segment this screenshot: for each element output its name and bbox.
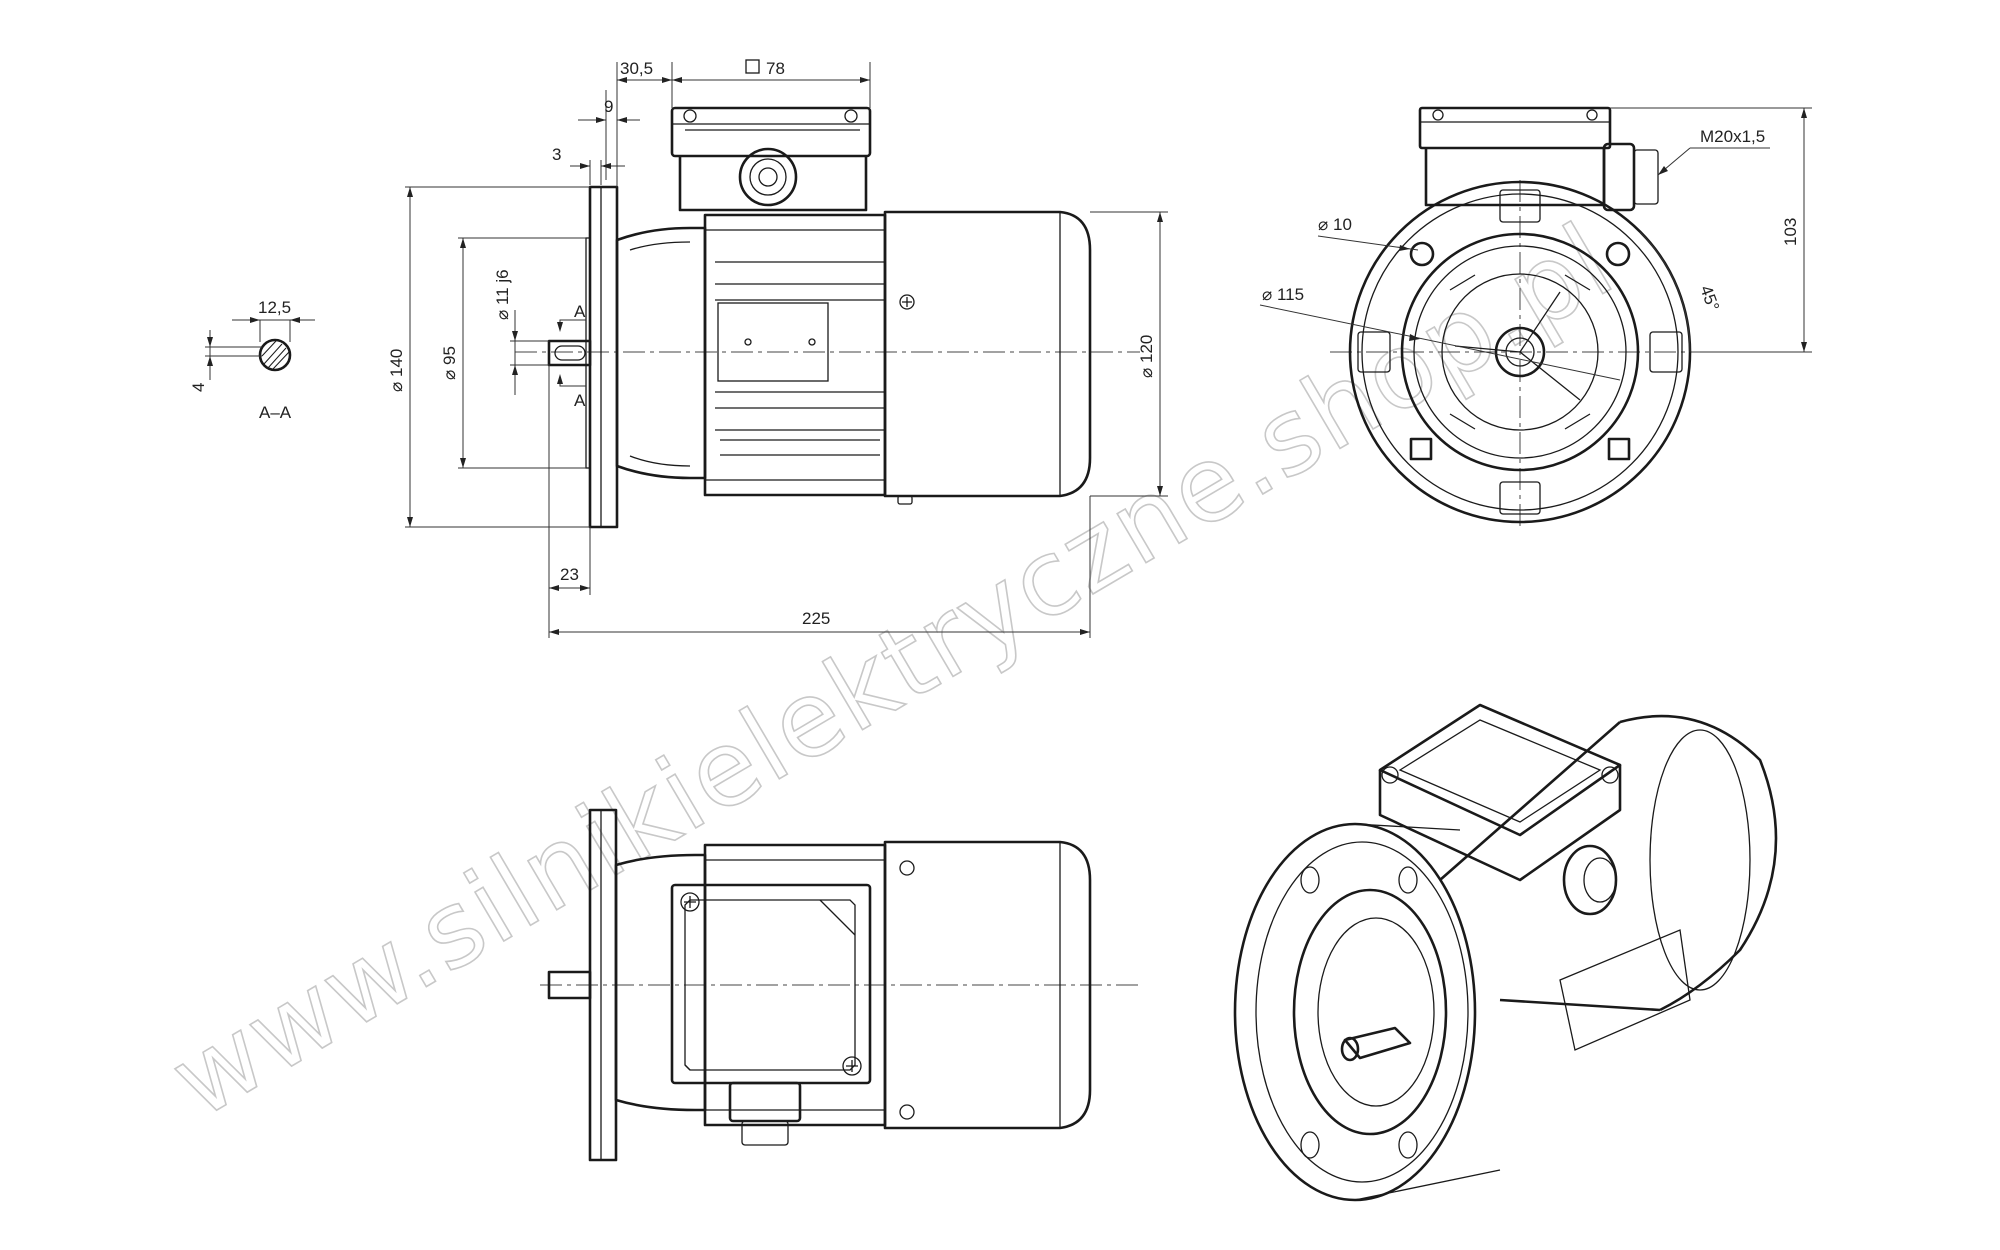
dim-3: 3 <box>552 145 561 164</box>
front-dim-angle: 45° <box>1696 283 1723 314</box>
section-width: 12,5 <box>258 298 291 317</box>
front-dim-pcd: ⌀ 115 <box>1262 285 1304 304</box>
section-label: A–A <box>259 403 292 422</box>
section-depth: 4 <box>189 383 208 392</box>
front-dim-hole: ⌀ 10 <box>1318 215 1352 234</box>
front-dim-gland: M20x1,5 <box>1700 127 1765 146</box>
front-view-dimensions: ⌀ 10 ⌀ 115 103 45° M20x1,5 <box>1259 107 1812 381</box>
top-view <box>540 808 1140 1162</box>
dim-23: 23 <box>560 565 579 584</box>
section-a-a: 12,5 4 A–A <box>189 298 315 422</box>
front-dim-height: 103 <box>1781 218 1800 246</box>
dim-95: ⌀ 95 <box>440 346 459 380</box>
watermark-text: www.silnikielektryczne.shop.pl <box>151 199 1634 1141</box>
dim-78: 78 <box>766 59 785 78</box>
dim-11-j6: ⌀ 11 j6 <box>493 269 512 320</box>
side-view-dimensions: 30,5 78 9 3 ⌀ 140 ⌀ 95 <box>387 59 1168 638</box>
isometric-view <box>1233 703 1778 1202</box>
dim-140: ⌀ 140 <box>387 349 406 392</box>
dim-120: ⌀ 120 <box>1137 335 1156 378</box>
dim-225: 225 <box>802 609 830 628</box>
side-view <box>515 106 1140 529</box>
dim-30-5: 30,5 <box>620 59 653 78</box>
section-mark-a-bottom: A <box>574 391 586 410</box>
section-mark-a-top: A <box>574 302 586 321</box>
dim-9: 9 <box>604 97 613 116</box>
